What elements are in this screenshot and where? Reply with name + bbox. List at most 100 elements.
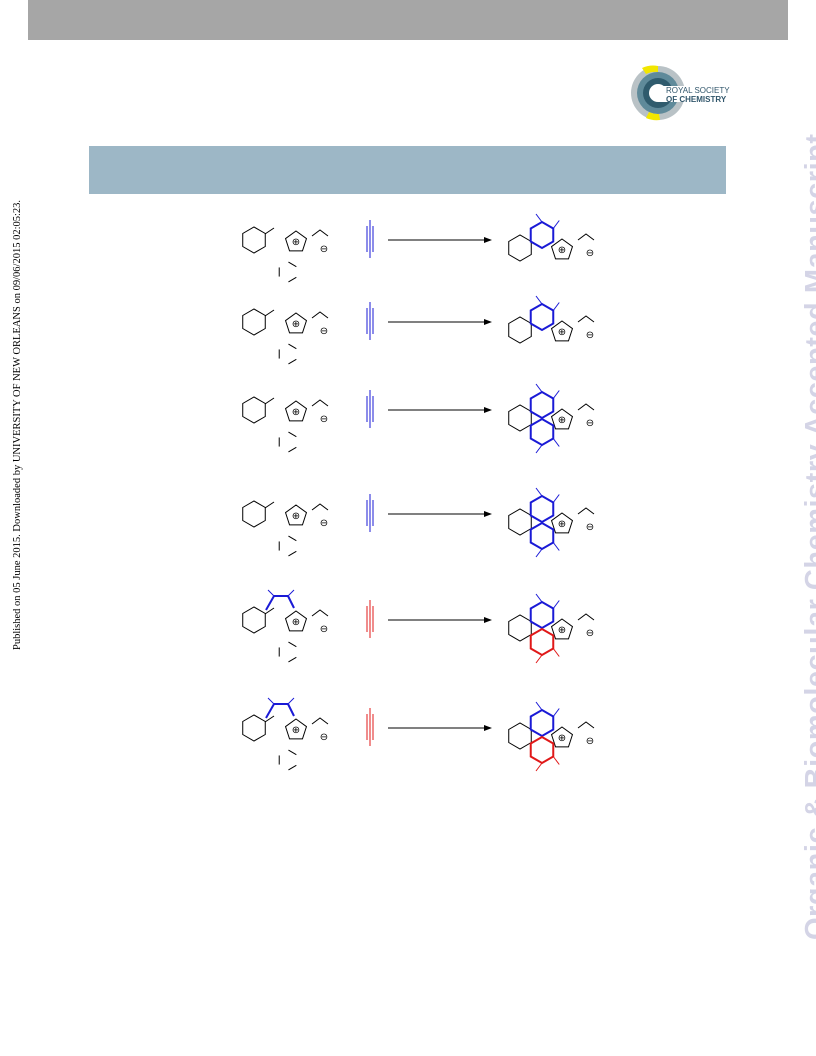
methyl-bond: [535, 701, 543, 711]
plus-charge: ⊕: [292, 511, 300, 522]
minus-charge: ⊖: [586, 736, 594, 747]
ethyl-group: [577, 613, 595, 621]
alkyne-reagent: [366, 600, 374, 638]
starting-material: ⊕⊖: [242, 697, 329, 771]
rsc-logo-text: ROYAL SOCIETY OF CHEMISTRY: [666, 86, 730, 104]
alkyne-reagent: [366, 708, 374, 746]
reaction-structure-svg: ⊕⊖⊕⊖: [242, 487, 595, 558]
aryl-bond: [264, 607, 275, 615]
minus-charge: ⊖: [320, 518, 328, 529]
methyl-bond: [267, 697, 275, 705]
aryl-bond: [264, 227, 275, 235]
cationic-ring: [550, 726, 574, 748]
blue-ring-bond: [265, 703, 275, 719]
minus-charge: ⊖: [320, 732, 328, 743]
methyl-bond: [535, 762, 543, 772]
reaction-structure-svg: ⊕⊖⊕⊖: [242, 295, 595, 365]
reaction-row: ⊕⊖⊕⊖: [220, 696, 620, 786]
ethyl-group: [311, 503, 329, 511]
reaction-row: ⊕⊖⊕⊖: [220, 482, 620, 572]
alkyne-reagent: [366, 220, 374, 258]
plus-charge: ⊕: [292, 407, 300, 418]
rsc-logo-icon: [631, 65, 738, 121]
starting-material: ⊕⊖: [242, 500, 329, 557]
benzene-ring: [242, 226, 266, 254]
methyl-bond: [552, 438, 560, 447]
cationic-ring: [550, 618, 574, 640]
product: ⊕⊖: [508, 593, 595, 664]
reaction-arrow: [388, 617, 492, 623]
ethyl-group: [577, 403, 595, 411]
reaction-scheme: ⊕⊖⊕⊖⊕⊖⊕⊖⊕⊖⊕⊖⊕⊖⊕⊖⊕⊖⊕⊖⊕⊖⊕⊖: [220, 200, 620, 780]
methyl-bond: [267, 589, 275, 597]
reaction-arrow: [388, 725, 492, 731]
download-note-text: Published on 05 June 2015. Downloaded by…: [12, 199, 23, 650]
starting-material: ⊕⊖: [242, 226, 329, 283]
ethyl-group: [311, 609, 329, 617]
minus-charge: ⊖: [320, 414, 328, 425]
ring-double-bond: [288, 431, 297, 438]
ring-double-bond: [288, 550, 297, 557]
logo-line-1: ROYAL SOCIETY: [666, 86, 730, 95]
cationic-ring: [550, 512, 574, 534]
plus-charge: ⊕: [558, 733, 566, 744]
methyl-bond: [535, 213, 543, 223]
plus-charge: ⊕: [558, 415, 566, 426]
starting-material: ⊕⊖: [242, 308, 329, 365]
arrow-head: [484, 725, 492, 731]
benzene-ring: [508, 316, 532, 344]
plus-charge: ⊕: [558, 519, 566, 530]
plus-charge: ⊕: [292, 725, 300, 736]
minus-charge: ⊖: [586, 628, 594, 639]
benzene-ring: [242, 308, 266, 336]
cationic-ring: [284, 400, 308, 422]
methyl-bond: [552, 390, 560, 399]
ring-double-bond: [288, 656, 297, 663]
arrow-head: [484, 319, 492, 325]
methyl-bond: [287, 697, 295, 705]
reaction-row: ⊕⊖⊕⊖: [220, 208, 620, 298]
benzene-ring: [242, 714, 266, 742]
blue-ring-bond: [287, 703, 295, 717]
product: ⊕⊖: [508, 213, 595, 262]
plus-charge: ⊕: [558, 245, 566, 256]
minus-charge: ⊖: [320, 244, 328, 255]
ring-double-bond: [288, 446, 297, 453]
ethyl-group: [577, 315, 595, 323]
ethyl-group: [311, 399, 329, 407]
blue-ring-bond: [287, 595, 295, 609]
benzene-ring: [242, 606, 266, 634]
reaction-structure-svg: ⊕⊖⊕⊖: [242, 589, 595, 664]
methyl-bond: [535, 548, 543, 558]
cationic-ring: [284, 230, 308, 252]
methyl-bond: [287, 589, 295, 597]
ring-double-bond: [288, 276, 297, 283]
reaction-arrow: [388, 237, 492, 243]
methyl-bond: [552, 220, 560, 229]
new-ring-blue: [529, 220, 555, 250]
cationic-ring: [550, 238, 574, 260]
new-ring-lower: [529, 417, 555, 447]
arrow-head: [484, 511, 492, 517]
reaction-row: ⊕⊖⊕⊖: [220, 588, 620, 678]
methyl-bond: [552, 542, 560, 551]
scheme-title-bar: [89, 146, 726, 194]
new-ring-lower: [529, 521, 555, 551]
reaction-structure-svg: ⊕ ⊖ ⊕ ⊖: [242, 383, 595, 454]
arrow-head: [484, 407, 492, 413]
new-ring-blue: [529, 390, 555, 420]
benzene-ring: [508, 404, 532, 432]
methyl-bond: [535, 295, 543, 305]
cationic-ring: [284, 610, 308, 632]
ring-double-bond: [288, 641, 297, 648]
arrow-head: [484, 617, 492, 623]
minus-charge: ⊖: [586, 522, 594, 533]
minus-charge: ⊖: [586, 248, 594, 259]
new-ring-blue: [529, 494, 555, 524]
ethyl-group: [311, 229, 329, 237]
minus-charge: ⊖: [586, 330, 594, 341]
plus-charge: ⊕: [292, 319, 300, 330]
minus-charge: ⊖: [586, 418, 594, 429]
benzene-ring: [508, 234, 532, 262]
methyl-bond: [552, 756, 560, 765]
